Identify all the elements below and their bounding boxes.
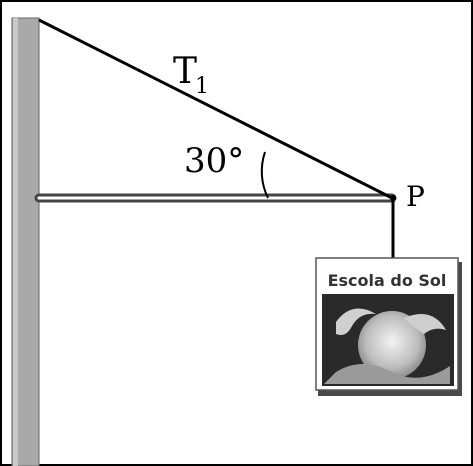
sign-text: Escola do Sol [328,271,447,290]
point-label: P [406,180,425,213]
sun-emblem [358,311,426,379]
tension-label: T1 [173,51,209,99]
emblem-waves [324,364,450,384]
hanging-sign [315,257,462,396]
wall-highlight [13,18,18,466]
angle-arc [260,151,269,199]
emblem-figure-left [336,308,376,335]
emblem-figure-right [404,314,446,334]
point-p-marker [390,195,396,201]
angle-label: 30° [184,141,244,181]
cable-t1 [38,18,393,200]
